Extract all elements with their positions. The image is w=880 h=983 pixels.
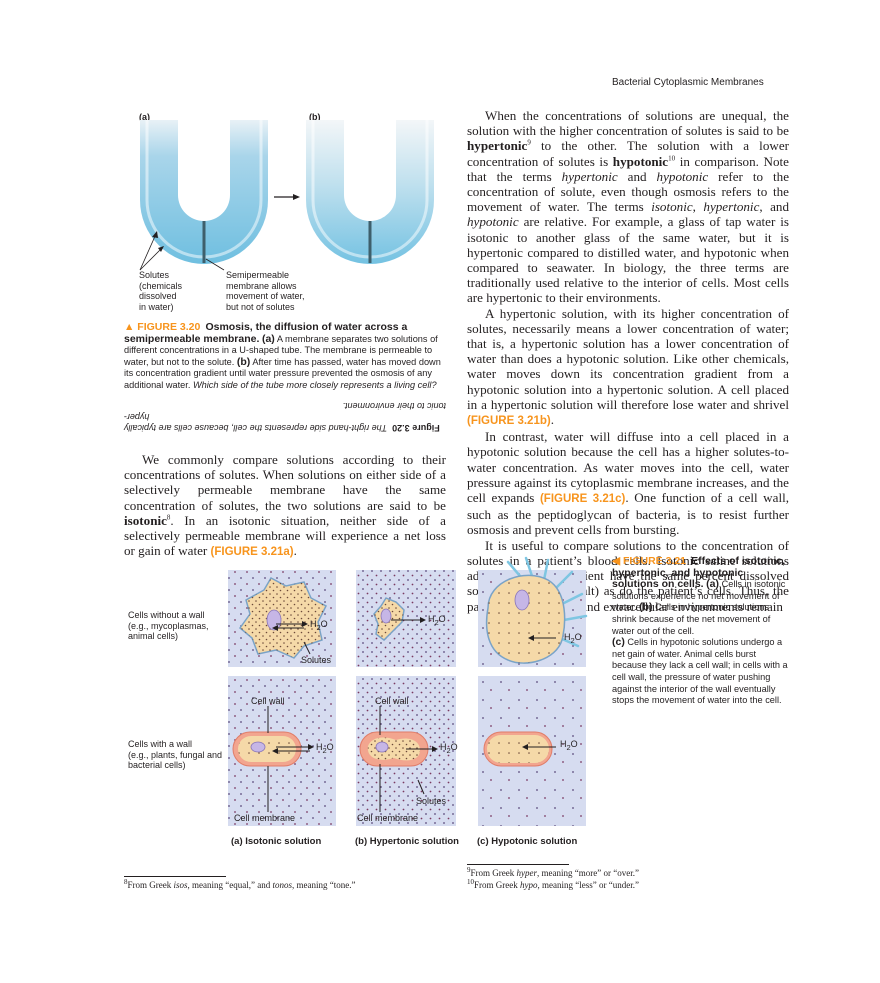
solutes-callout: Solutes (chemicals dissolved in water) [139, 270, 183, 312]
osmosis-cells-illustration [228, 556, 588, 826]
fig321-text-c: Cells in hypotonic solutions undergo a n… [612, 637, 788, 706]
left-body-text: We commonly compare solutions according … [124, 452, 446, 560]
fig320-text-b: After time has passed, water has moved d… [124, 356, 441, 390]
ref-figure-3-21b[interactable]: (FIGURE 3.21b) [467, 415, 551, 428]
fig321-number: ◀ FIGURE 3.21 [612, 555, 687, 567]
paragraph-expand: In contrast, water will diffuse into a c… [467, 429, 789, 538]
footnote-8: 8From Greek isos, meaning “equal,” and t… [124, 878, 356, 891]
h2o-label-c1: H2O [564, 632, 582, 645]
u-tube-a [140, 120, 268, 264]
footnote-9: 9From Greek hyper, meaning “more” or “ov… [467, 866, 639, 879]
panel-hypertonic-no-wall [356, 570, 456, 667]
solutes-label-a: Solutes [301, 655, 332, 665]
figure-3-21-caption: ◀ FIGURE 3.21 Effects of isotonic, hyper… [612, 555, 790, 707]
fig320-part-a: (a) [261, 332, 275, 345]
panel-title-isotonic: (a) Isotonic solution [231, 836, 322, 847]
h2o-label-a2: H2O [316, 742, 334, 755]
row1-label: Cells without a wall (e.g., mycoplasmas,… [128, 610, 209, 641]
footnote-10: 10From Greek hypo, meaning “less” or “un… [467, 878, 639, 891]
paragraph-hypertonic: When the concentrations of solutions are… [467, 108, 790, 306]
burst-protrusions [506, 556, 588, 648]
water-arrows [267, 619, 556, 812]
running-head: Bacterial Cytoplasmic Membranes [612, 77, 764, 88]
cell-wall-label-b: Cell wall [375, 696, 409, 706]
fig320-text-a: A membrane separates two solutions of di… [124, 333, 438, 367]
u-tube-b [306, 120, 434, 264]
paragraph-isotonic: We commonly compare solutions according … [124, 452, 446, 559]
panel-title-hypertonic: (b) Hypertonic solution [355, 836, 459, 847]
fig321-part-a: (a) [706, 578, 720, 591]
answer-text-2: tonic to their environment. [342, 401, 446, 411]
h2o-label-c2: H2O [560, 739, 578, 752]
cell-membrane-label-a: Cell membrane [234, 813, 296, 823]
panel-hypotonic-wall [478, 676, 586, 826]
fig321-text-b: Cells in hypertonic solutions shrink bec… [612, 602, 771, 636]
figure-3-20-caption: ▲ FIGURE 3.20 Osmosis, the diffusion of … [124, 321, 446, 392]
h2o-label-b1: H2O [428, 614, 446, 627]
answer-label: Figure 3.20 [392, 423, 440, 433]
fig320-part-b: (b) [236, 355, 251, 368]
footnote-rule-left [124, 876, 226, 877]
fig320-number: ▲ FIGURE 3.20 [124, 321, 201, 333]
panel-title-hypotonic: (c) Hypotonic solution [477, 836, 578, 847]
fig321-part-c: (c) [612, 636, 625, 649]
fig320-label-a: (a) [139, 112, 150, 122]
h2o-label-a1: H2O [310, 619, 328, 632]
cell-membrane-label-b: Cell membrane [357, 813, 419, 823]
right-body-text: When the concentrations of solutions are… [467, 108, 789, 614]
cell-wall-label-a: Cell wall [251, 696, 285, 706]
solutes-label-b: Solutes [416, 796, 447, 806]
fig321-title: Effects of isotonic, hypertonic, and hyp… [612, 555, 786, 591]
h2o-label-b2: H2O [440, 742, 458, 755]
ref-figure-3-21c[interactable]: (FIGURE 3.21c) [539, 493, 626, 506]
panel-isotonic-wall [228, 676, 336, 826]
fig320-label-b: (b) [309, 112, 321, 122]
fig321-part-b: (b) [639, 601, 653, 614]
footnote-rule-right [467, 864, 569, 865]
ref-figure-3-21a[interactable]: (FIGURE 3.21a) [210, 546, 294, 559]
panel-hypertonic-wall [356, 676, 456, 826]
membrane-callout: Semipermeable membrane allows movement o… [226, 270, 305, 312]
fig320-title: Osmosis, the diffusion of water across a… [124, 321, 408, 345]
paragraph-shrivel: A hypertonic solution, with its higher c… [467, 305, 789, 428]
panel-isotonic-no-wall [228, 570, 336, 667]
fig321-text-a: Cells in isotonic solutions experience n… [612, 579, 786, 613]
answer-text: The right-hand side represents the cell,… [124, 412, 388, 433]
fig320-question: Which side of the tube more closely repr… [192, 379, 437, 390]
row2-label: Cells with a wall (e.g., plants, fungal … [128, 739, 223, 770]
panel-hypotonic-no-wall [478, 556, 588, 667]
fig320-answer: Figure 3.20 The right-hand side represen… [124, 400, 446, 433]
u-tube-illustration [139, 120, 434, 271]
